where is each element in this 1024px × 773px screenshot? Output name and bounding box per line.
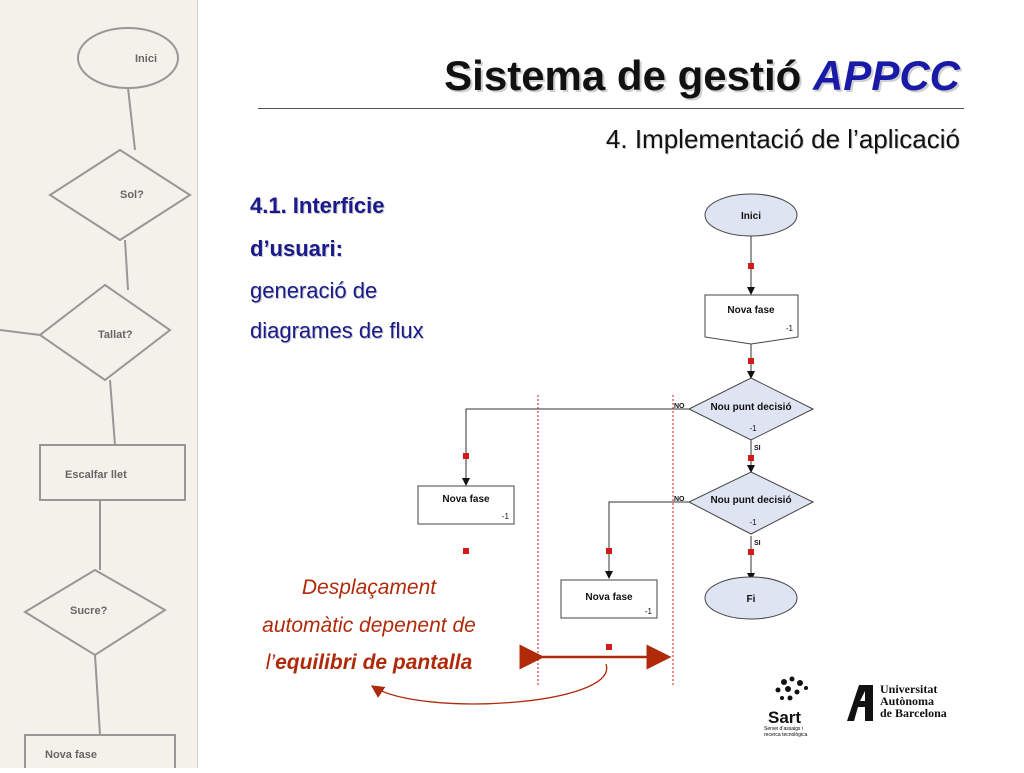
start-node[interactable] [704, 193, 798, 237]
decision-node-1-label: Nou punt decisió [710, 402, 791, 413]
sketch-label-2: Tallat? [98, 329, 133, 341]
uab-line-3: de Barcelona [880, 706, 947, 720]
uab-logo-mark [847, 685, 873, 721]
end-node-label: Fi [747, 594, 756, 605]
sketch-label-4: Sucre? [70, 605, 108, 617]
caption-bold: equilibri de pantalla [275, 651, 473, 674]
decision-1-yes-label: SI [754, 445, 761, 452]
sart-tagline-1: Servei d’assaigs i [764, 726, 803, 732]
phase-box-middle-label: Nova fase [585, 592, 633, 603]
connector-point[interactable] [463, 453, 469, 459]
title-main: Sistema de gestió [444, 52, 802, 99]
caption-line-3: l’equilibri de pantalla [229, 651, 509, 675]
phase-box-main[interactable] [704, 294, 799, 345]
section-text-line-3: generació de [250, 278, 378, 303]
title-accent: APPCC [812, 52, 960, 99]
decision-node-2-counter: -1 [749, 518, 757, 527]
sketch-label-5: Nova fase [45, 749, 97, 761]
decorative-sketch-band: Inici Sol? Tallat? Escalfar llet Sucre? … [0, 0, 198, 773]
sart-tagline-2: recerca tecnològica [764, 732, 808, 738]
connector-point[interactable] [606, 548, 612, 554]
sketch-decision-2 [38, 283, 172, 382]
sart-name: Sart [768, 708, 802, 727]
decision-node-1-counter: -1 [749, 424, 757, 433]
caption-line-1: Desplaçament [301, 576, 437, 599]
sketch-flowchart: Inici Sol? Tallat? Escalfar llet Sucre? … [0, 27, 192, 773]
title-divider [258, 108, 964, 109]
caption-prefix: l’ [265, 651, 276, 674]
decision-node-2[interactable] [687, 471, 815, 535]
sart-logo: Sart Servei d’assaigs i recerca tecnològ… [760, 674, 828, 738]
connector-point[interactable] [606, 644, 612, 650]
sketch-label-0: Inici [135, 53, 157, 65]
uab-logo: Universitat Autònoma de Barcelona [845, 683, 965, 728]
decision-node-2-label: Nou punt decisió [710, 495, 791, 506]
phase-box-left-counter: -1 [502, 512, 510, 521]
phase-box-main-counter: -1 [786, 324, 794, 333]
sketch-process-box [39, 444, 186, 501]
phase-box-left[interactable] [417, 485, 515, 525]
connector-point[interactable] [463, 548, 469, 554]
sketch-label-1: Sol? [120, 189, 144, 201]
connector-point[interactable] [748, 549, 754, 555]
phase-box-main-label: Nova fase [727, 305, 775, 316]
uab-line-1: Universitat [880, 682, 938, 696]
connector-point[interactable] [748, 358, 754, 364]
phase-box-middle-counter: -1 [645, 607, 653, 616]
slide-title: Sistema de gestió APPCC [250, 52, 960, 100]
phase-box-middle[interactable] [560, 579, 658, 619]
caption-line-2: automàtic depenent de [262, 614, 476, 637]
slide-subtitle: 4. Implementació de l’aplicació [605, 124, 960, 154]
decision-2-no-label: NO [674, 496, 685, 503]
decision-2-yes-label: SI [754, 540, 761, 547]
end-node[interactable] [704, 576, 798, 620]
connector-point[interactable] [748, 263, 754, 269]
sketch-label-3: Escalfar llet [65, 469, 127, 481]
uab-line-2: Autònoma [880, 694, 935, 708]
sart-logo-dots [775, 676, 808, 701]
phase-box-left-label: Nova fase [442, 494, 490, 505]
connector-point[interactable] [748, 455, 754, 461]
decision-node-1[interactable] [687, 377, 815, 441]
sketch-process-box-2 [24, 734, 176, 773]
sketch-decision-1 [48, 148, 192, 242]
section-heading-line-2: d’usuari: [250, 236, 343, 261]
section-text-line-4: diagrames de flux [250, 318, 424, 343]
start-node-label: Inici [741, 211, 761, 222]
section-heading-line-1: 4.1. Interfície [250, 193, 385, 218]
caption-pointer-arrow [370, 663, 608, 705]
decision-1-no-label: NO [674, 403, 685, 410]
